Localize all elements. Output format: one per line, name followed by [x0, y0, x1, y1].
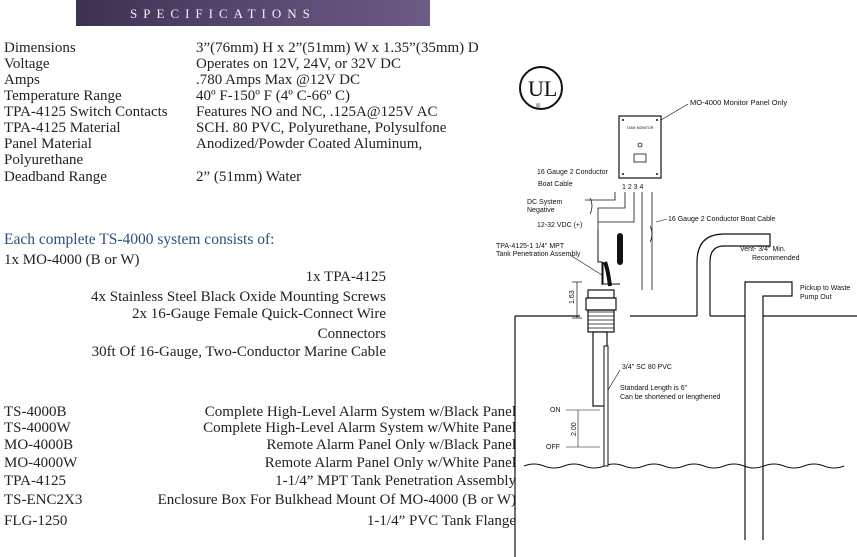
part-number: MO-4000W [4, 455, 78, 471]
part-number: TPA-4125 [4, 473, 66, 489]
tpa-label-1: TPA-4125-1 1/4" MPT [496, 243, 565, 250]
spec-value: 2” (51mm) Water [196, 169, 302, 185]
spec-value: 40º F-150º F (4º C-66º C) [196, 88, 351, 104]
spec-value: Operates on 12V, 24V, or 32V DC [196, 56, 401, 72]
fitting-hex [587, 289, 615, 299]
part-description: Complete High-Level Alarm System w/White… [203, 420, 516, 436]
spec-value: .780 Amps Max @12V DC [196, 72, 360, 88]
part-description: Remote Alarm Panel Only w/White Panel [264, 455, 516, 471]
spec-label: Amps [4, 72, 40, 88]
part-description: 1-1/4” MPT Tank Penetration Assembly [275, 473, 516, 489]
vent-label-1: Vent- 3/4" Min. [740, 246, 786, 253]
system-item: 2x 16-Gauge Female Quick-Connect Wire [131, 306, 386, 322]
boat-cable-label: Boat Cable [538, 181, 573, 188]
system-item: Connectors [317, 326, 386, 342]
terminal-numbers: 1 2 3 4 [622, 184, 644, 191]
pickup-label-2: Pump Out [800, 294, 832, 301]
pickup-label-1: Pickup to Waste [800, 285, 850, 292]
tpa-label-2: Tank Penetration Assembly [496, 251, 581, 258]
spec-value: SCH. 80 PVC, Polyurethane, Polysulfone [196, 120, 447, 136]
standard-length-1: Standard Length is 6" [620, 385, 688, 392]
panel-led-icon [637, 142, 643, 148]
part-description: Enclosure Box For Bulkhead Mount Of MO-4… [157, 492, 516, 508]
spec-label: Panel Material [4, 136, 92, 152]
spec-label: Polyurethane [4, 152, 84, 168]
spec-value: Features NO and NC, .125A@125V AC [196, 104, 438, 120]
dimension-163: 1.63 [569, 290, 576, 304]
panel-text: TANK MONITOR [627, 126, 654, 130]
part-number: MO-4000B [4, 437, 74, 453]
spec-label: Voltage [4, 56, 50, 72]
banner-title: SPECIFICATIONS [130, 6, 316, 21]
system-item: 1x MO-4000 (B or W) [4, 252, 140, 268]
dc-system-label: DC System [527, 199, 563, 206]
part-number: TS-4000B [4, 404, 67, 420]
float-stem [603, 345, 609, 467]
standard-length-2: Can be shortened or lengthened [620, 394, 721, 401]
negative-label: Negative [527, 207, 555, 214]
boat-cable-2-label: 16 Gauge 2 Conductor Boat Cable [668, 216, 776, 223]
spec-value: Anodized/Powder Coated Aluminum, [196, 136, 423, 152]
part-description: Remote Alarm Panel Only w/Black Panel [266, 437, 516, 453]
ul-registered: ® [536, 103, 541, 110]
spec-value: 3”(76mm) H x 2”(51mm) W x 1.35”(35mm) D [196, 40, 479, 56]
system-item: 1x TPA-4125 [305, 269, 386, 285]
part-number: FLG-1250 [4, 513, 68, 529]
ul-mark: UL [528, 76, 557, 101]
part-description: 1-1/4” PVC Tank Flange [366, 513, 516, 529]
system-item: 30ft Of 16-Gauge, Two-Conductor Marine C… [91, 344, 386, 360]
spec-label: Dimensions [4, 40, 76, 56]
conductor-label: 16 Gauge 2 Conductor [537, 169, 608, 176]
system-item: 4x Stainless Steel Black Oxide Mounting … [91, 289, 386, 305]
system-heading: Each complete TS-4000 system consists of… [4, 231, 275, 248]
ul-logo: UL ® [519, 66, 563, 110]
vdc-label: 12-32 VDC (+) [537, 222, 582, 229]
spec-label: Temperature Range [4, 88, 122, 104]
spec-label: Deadband Range [4, 169, 107, 185]
panel-switch-icon [633, 153, 647, 163]
part-number: TS-4000W [4, 420, 71, 436]
dimension-200: 2.00 [571, 422, 578, 436]
monitor-label: MO-4000 Monitor Panel Only [690, 98, 787, 107]
spec-label: TPA-4125 Switch Contacts [4, 104, 168, 120]
part-description: Complete High-Level Alarm System w/Black… [204, 404, 516, 420]
pvc-label: 3/4" SC 80 PVC [622, 364, 672, 371]
vent-label-2: Recommended [752, 255, 800, 262]
part-number: TS-ENC2X3 [4, 492, 83, 508]
water-level [523, 463, 845, 469]
specifications-banner: SPECIFICATIONS [76, 0, 430, 26]
on-label: ON [550, 407, 561, 414]
off-label: OFF [546, 444, 560, 451]
spec-label: TPA-4125 Material [4, 120, 121, 136]
